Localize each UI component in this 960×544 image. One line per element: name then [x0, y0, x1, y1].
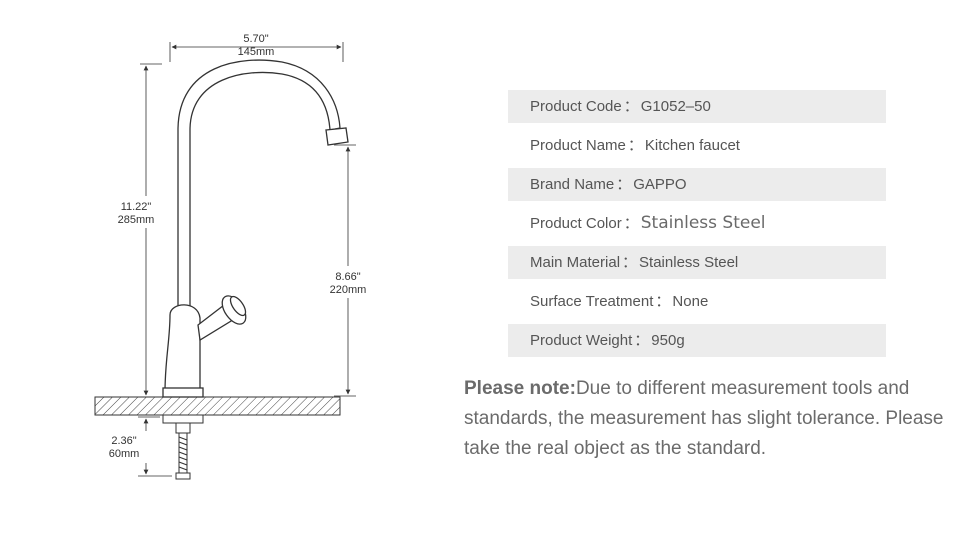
faucet-outline [162, 59, 349, 398]
spec-separator: ： [623, 215, 639, 232]
spec-separator: ： [634, 332, 650, 349]
spec-value: None [672, 293, 709, 310]
dim-height-mm: 285mm [118, 214, 155, 226]
spec-label: Brand Name [530, 176, 615, 193]
dim-height [140, 63, 162, 398]
dim-width-in: 5.70" [243, 33, 268, 45]
dim-width-mm: 145mm [238, 46, 275, 58]
spec-label: Product Name [530, 137, 626, 154]
dim-shank-mm: 60mm [109, 448, 140, 460]
spec-separator: ： [627, 137, 643, 154]
spec-separator: ： [622, 254, 638, 271]
note-text: Due to different measurement tools and s… [464, 378, 944, 459]
threaded-shank [162, 414, 204, 480]
spec-value: Stainless Steel [639, 254, 739, 271]
spec-table: Product Code：G1052–50 Product Name：Kitch… [508, 90, 886, 363]
spec-row-surface-treatment: Surface Treatment：None [508, 285, 886, 318]
spec-label: Product Weight [530, 332, 633, 349]
faucet-dimension-drawing: 5.70" 145mm 11.22" 285mm 8.66" 220mm 2.3… [94, 33, 376, 480]
spec-value: GAPPO [633, 176, 687, 193]
spec-label: Product Code [530, 98, 622, 115]
note-heading: Please note: [464, 378, 576, 399]
dim-height-in: 11.22" [121, 201, 152, 213]
spec-value: Kitchen faucet [644, 137, 740, 154]
spec-row-brand-name: Brand Name ：GAPPO [508, 168, 886, 201]
spec-row-product-weight: Product Weight：950g [508, 324, 886, 357]
spec-separator: ： [655, 293, 671, 310]
spec-value: G1052–50 [640, 98, 711, 115]
spec-value: 950g [651, 332, 685, 349]
spec-label: Product Color [530, 215, 622, 232]
spec-value: Stainless Steel [640, 213, 766, 233]
dim-shank-in: 2.36" [111, 435, 136, 447]
spec-row-product-code: Product Code：G1052–50 [508, 90, 886, 123]
spec-label: Surface Treatment [530, 293, 654, 310]
spec-separator: ： [616, 176, 632, 193]
measurement-note: Please note:Due to different measurement… [464, 374, 944, 464]
spec-row-product-name: Product Name：Kitchen faucet [508, 129, 886, 162]
spec-row-main-material: Main Material：Stainless Steel [508, 246, 886, 279]
dim-width [169, 42, 344, 62]
spec-row-product-color: Product Color ：Stainless Steel [508, 207, 886, 240]
dim-spout-mm: 220mm [330, 284, 367, 296]
dim-spout-in: 8.66" [335, 271, 360, 283]
countertop [94, 396, 341, 416]
spec-separator: ： [623, 98, 639, 115]
spec-label: Main Material [530, 254, 621, 271]
